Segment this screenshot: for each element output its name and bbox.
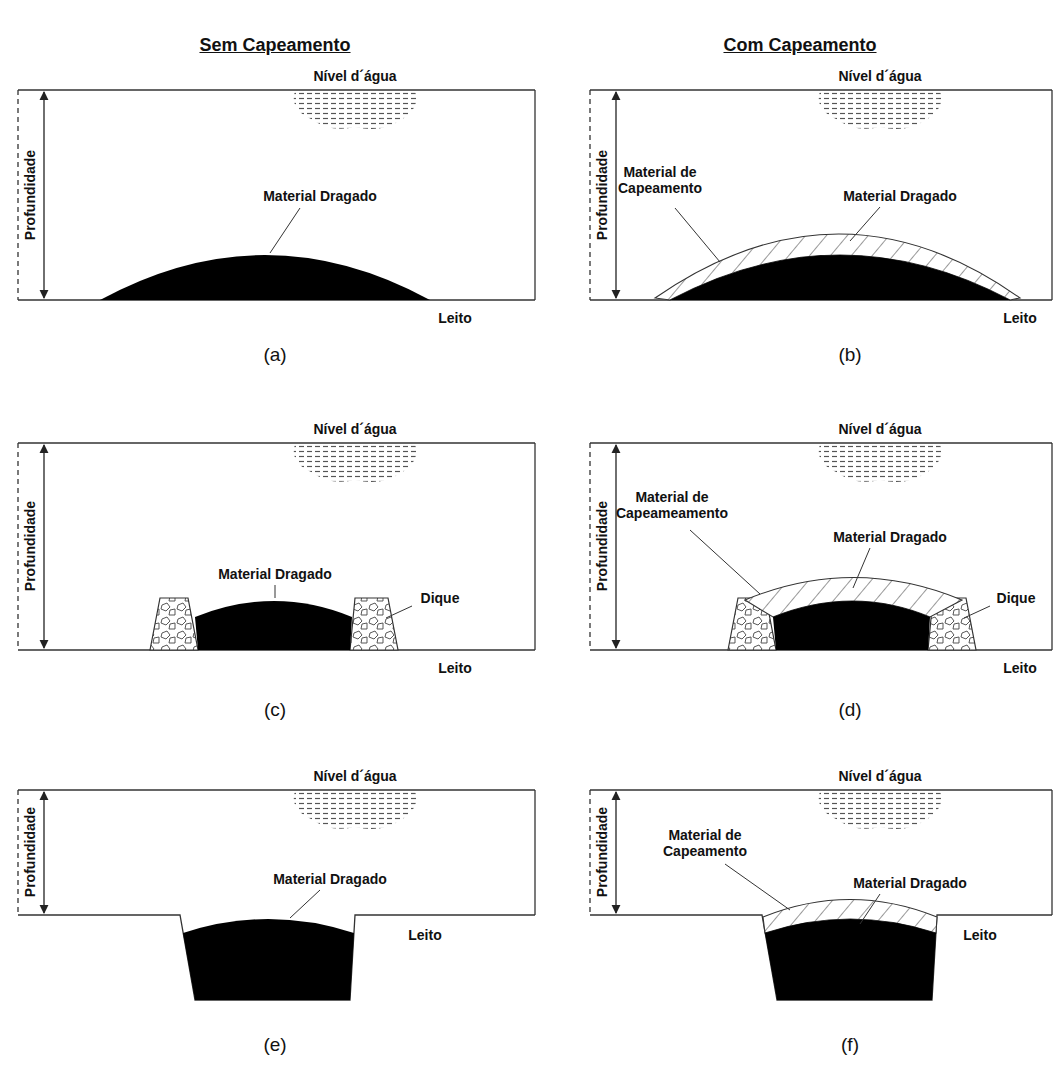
water-level-label: Nível d´água — [836, 421, 923, 437]
material-label: Material Dragado — [841, 188, 959, 204]
cap-label: Material de Capeameamento — [612, 489, 732, 521]
panel-outlines — [18, 90, 1052, 1000]
panel-letter: (f) — [841, 1034, 859, 1056]
dike-label: Dique — [995, 590, 1038, 606]
depth-arrows — [44, 92, 616, 913]
leader-lines — [270, 207, 990, 924]
dike-symbols — [150, 598, 976, 650]
material-label: Material Dragado — [271, 871, 389, 887]
depth-label: Profundidade — [22, 807, 38, 897]
panel-letter: (e) — [263, 1034, 286, 1056]
depth-label: Profundidade — [22, 501, 38, 591]
dike-label: Dique — [419, 590, 462, 606]
column-heading: Sem Capeamento — [199, 35, 350, 56]
depth-label: Profundidade — [594, 150, 610, 240]
material-label: Material Dragado — [216, 566, 334, 582]
panel-letter: (c) — [264, 699, 286, 721]
water-level-label: Nível d´água — [836, 768, 923, 784]
material-label: Material Dragado — [851, 875, 969, 891]
bed-label: Leito — [436, 310, 473, 326]
bed-label: Leito — [1001, 310, 1038, 326]
depth-label: Profundidade — [594, 807, 610, 897]
bed-label: Leito — [436, 660, 473, 676]
water-level-label: Nível d´água — [311, 768, 398, 784]
bed-label: Leito — [961, 927, 998, 943]
water-level-label: Nível d´água — [311, 421, 398, 437]
cap-label: Material de Capeamento — [645, 827, 765, 859]
panel-letter: (b) — [838, 344, 861, 366]
dredged-material — [100, 255, 1010, 1000]
material-label: Material Dragado — [261, 188, 379, 204]
panel-letter: (d) — [838, 699, 861, 721]
panel-letter: (a) — [263, 344, 286, 366]
bed-label: Leito — [406, 927, 443, 943]
cap-label: Material de Capeamento — [600, 164, 720, 196]
depth-label: Profundidade — [22, 150, 38, 240]
bed-label: Leito — [1001, 660, 1038, 676]
material-label: Material Dragado — [831, 529, 949, 545]
column-heading: Com Capeamento — [723, 35, 876, 56]
depth-label: Profundidade — [594, 501, 610, 591]
water-level-label: Nível d´água — [311, 68, 398, 84]
water-level-label: Nível d´água — [836, 68, 923, 84]
